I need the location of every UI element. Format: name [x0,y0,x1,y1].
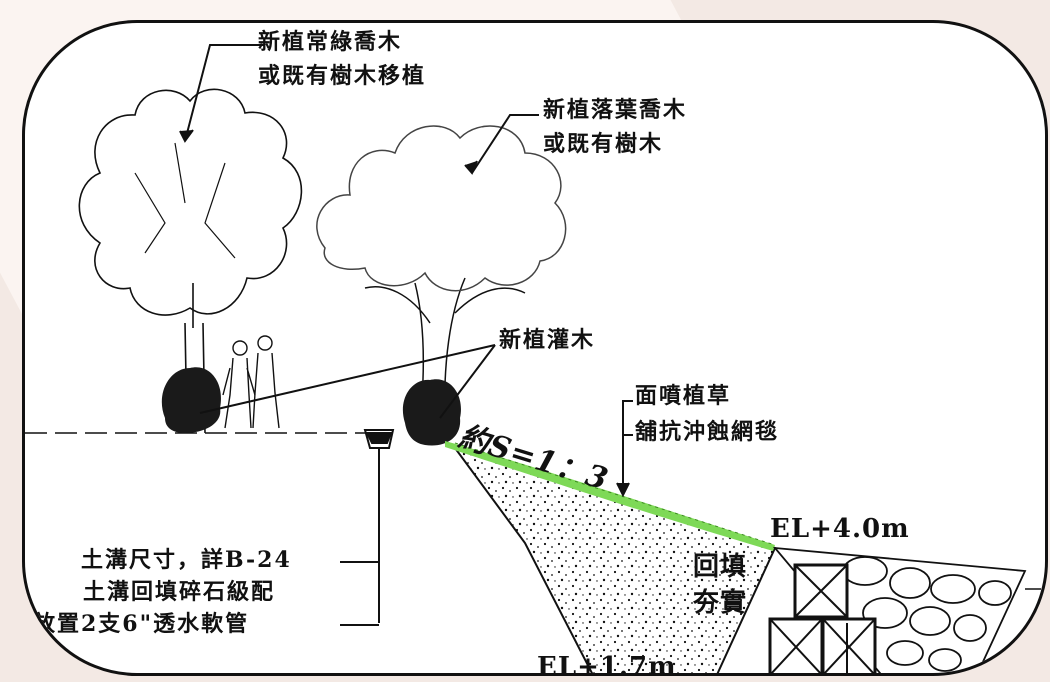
ditch [340,429,395,626]
shrub-left [161,367,221,433]
elevation-top-label: EL+4.0m [770,514,910,544]
grass-label-2: 舖抗沖蝕網毯 [635,419,780,445]
diagram-frame: 新植常綠喬木 或既有樹木移植 新植落葉喬木 或既有樹木 新植灌木 約S=1：3 … [22,20,1048,676]
ditch-label-2: 土溝回填碎石級配 [83,579,276,605]
people-figures [222,335,280,429]
gabion-boxes [768,563,877,673]
deciduous-tree-label-1: 新植落葉喬木 [543,97,688,123]
grass-strip [445,441,775,551]
evergreen-tree-label-1: 新植常綠喬木 [258,29,403,55]
ditch-label-1: 土溝尺寸，詳B-24 [81,547,292,573]
shrub-center [402,379,461,446]
backfill-label-2: 夯實 [693,588,748,618]
evergreen-tree-label-2: 或既有樹木移植 [258,63,427,89]
ditch-label-3: 放置2支6"透水軟管 [33,611,250,637]
deciduous-tree [316,125,567,424]
leader-lines [179,44,633,498]
deciduous-tree-label-2: 或既有樹木 [543,131,664,157]
grass-label-1: 面噴植草 [635,383,732,409]
elevation-bottom-label: EL+1.7m [537,652,677,676]
backfill-label-1: 回填 [693,552,748,582]
landscape-section-drawing [25,44,1045,673]
shrub-label: 新植灌木 [499,327,596,353]
